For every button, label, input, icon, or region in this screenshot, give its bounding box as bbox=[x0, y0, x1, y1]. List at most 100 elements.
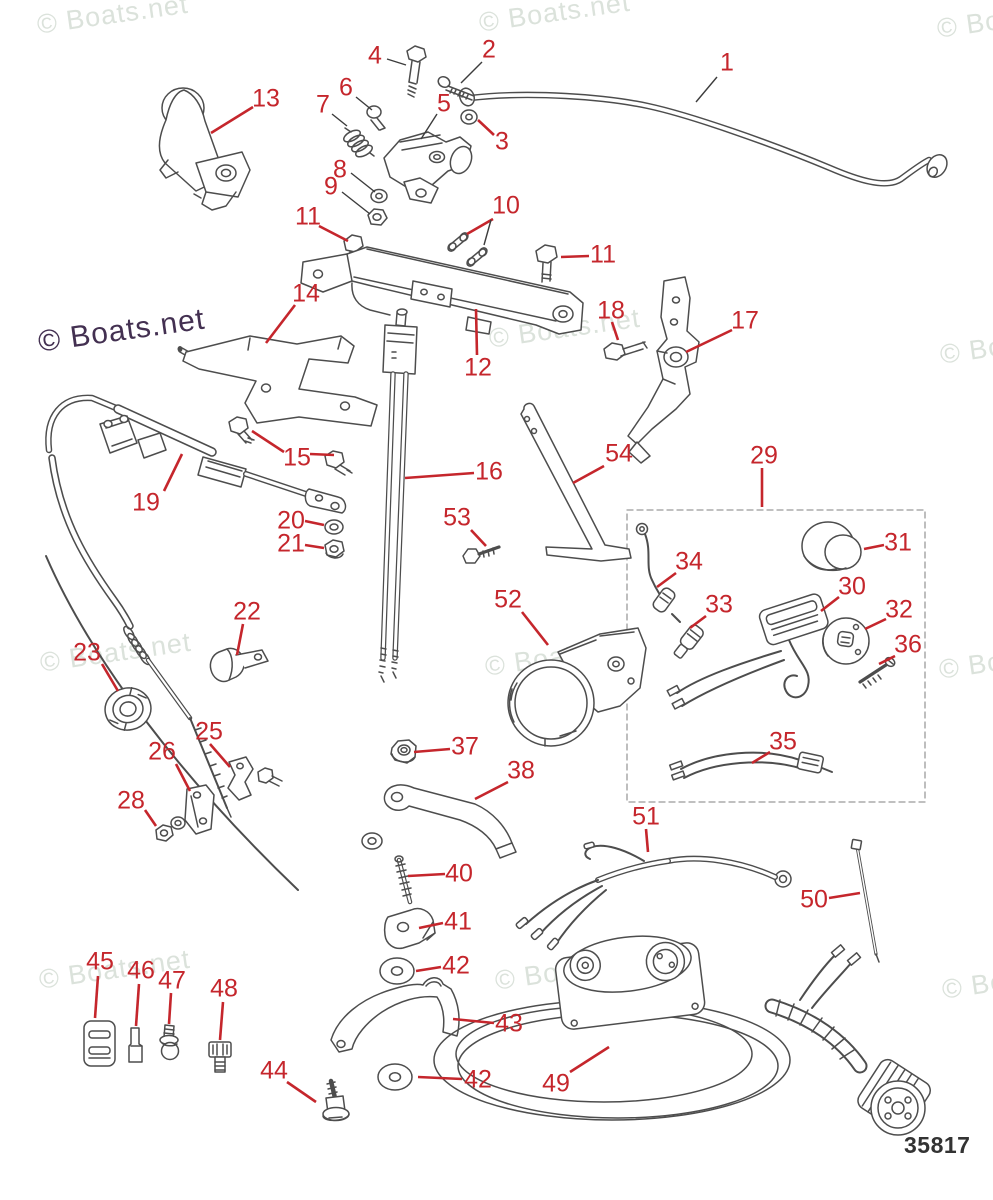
part-25-clamp bbox=[227, 756, 283, 801]
callout-19: 19 bbox=[132, 488, 160, 517]
leader-line-51 bbox=[644, 828, 650, 853]
part-51-wire-harness bbox=[515, 841, 792, 951]
leader-line-35 bbox=[751, 750, 771, 765]
callout-31: 31 bbox=[884, 528, 912, 557]
part-2-cotter-pin bbox=[437, 75, 475, 101]
leader-line-16 bbox=[404, 471, 475, 480]
part-9-nut bbox=[367, 208, 388, 226]
part-42-washers bbox=[377, 957, 415, 1091]
leader-line-2 bbox=[460, 61, 483, 84]
callout-40: 40 bbox=[445, 859, 473, 888]
callout-37: 37 bbox=[451, 732, 479, 761]
callout-53: 53 bbox=[443, 503, 471, 532]
part-14-cable-bracket bbox=[177, 335, 378, 427]
leader-line-50 bbox=[828, 891, 861, 900]
part-32-switch-cap bbox=[822, 617, 870, 665]
part-40-stud bbox=[361, 832, 413, 905]
callout-54: 54 bbox=[605, 439, 633, 468]
leader-line-42 bbox=[415, 965, 442, 973]
callout-11: 11 bbox=[590, 240, 616, 269]
leader-line-5 bbox=[420, 113, 438, 140]
leader-line-30 bbox=[820, 595, 840, 613]
callout-49: 49 bbox=[542, 1069, 570, 1098]
callout-35: 35 bbox=[769, 727, 797, 756]
callout-15: 15 bbox=[283, 443, 311, 472]
callout-2: 2 bbox=[482, 35, 496, 64]
leader-line-36 bbox=[878, 654, 896, 666]
callout-13: 13 bbox=[252, 84, 280, 113]
leader-line-34 bbox=[656, 571, 677, 589]
leader-line-37 bbox=[413, 747, 451, 754]
callout-43: 43 bbox=[495, 1009, 523, 1038]
part-15-bolts bbox=[228, 416, 353, 476]
part-6-screw bbox=[366, 105, 386, 131]
leader-line-23 bbox=[100, 663, 120, 692]
part-4-bolt bbox=[406, 45, 427, 98]
callout-26: 26 bbox=[148, 737, 176, 766]
part-20-washer bbox=[324, 519, 344, 535]
leader-line-19 bbox=[162, 453, 184, 492]
part-3-washer bbox=[460, 109, 478, 125]
leader-line-10 bbox=[466, 217, 494, 236]
leader-line-10 bbox=[483, 219, 492, 246]
leader-line-11 bbox=[560, 254, 590, 259]
callout-18: 18 bbox=[597, 296, 625, 325]
callout-48: 48 bbox=[210, 974, 238, 1003]
part-35-jumper-wires bbox=[668, 751, 833, 781]
callout-42: 42 bbox=[464, 1065, 492, 1094]
callout-21: 21 bbox=[277, 529, 305, 558]
leader-line-41 bbox=[418, 921, 444, 930]
callout-36: 36 bbox=[894, 630, 922, 659]
part-44-screw bbox=[322, 1078, 350, 1122]
part-26-link-plate bbox=[184, 784, 215, 835]
callout-47: 47 bbox=[158, 966, 186, 995]
leader-line-4 bbox=[386, 58, 407, 66]
callout-52: 52 bbox=[494, 585, 522, 614]
part-31-bushing bbox=[801, 521, 862, 572]
callout-10: 10 bbox=[492, 191, 520, 220]
callout-46: 46 bbox=[127, 956, 155, 985]
part-16-shift-rods-switch bbox=[378, 308, 418, 683]
part-38-throttle-arm bbox=[383, 784, 517, 859]
callout-41: 41 bbox=[444, 907, 472, 936]
leader-line-13 bbox=[210, 105, 254, 135]
leader-line-45 bbox=[93, 975, 100, 1019]
part-46-pin bbox=[128, 1027, 143, 1063]
leader-line-43 bbox=[452, 1017, 495, 1025]
leader-line-18 bbox=[610, 321, 620, 341]
part-1-steering-link-rod bbox=[458, 87, 948, 187]
callout-8: 8 bbox=[333, 155, 347, 184]
part-30-switch-housing bbox=[666, 593, 829, 710]
part-21-nut bbox=[324, 539, 345, 559]
callout-38: 38 bbox=[507, 756, 535, 785]
leader-line-6 bbox=[355, 96, 373, 111]
part-50-cable-tie bbox=[850, 838, 880, 963]
leader-line-54 bbox=[572, 464, 605, 485]
leader-line-28 bbox=[143, 809, 158, 827]
part-11-hex-bolts bbox=[343, 234, 558, 283]
leader-line-44 bbox=[286, 1080, 317, 1104]
leader-line-17 bbox=[685, 328, 733, 354]
part-45-buckle bbox=[83, 1020, 116, 1067]
leader-line-48 bbox=[218, 1001, 225, 1041]
part-8-washer bbox=[370, 188, 388, 204]
leader-line-49 bbox=[569, 1045, 610, 1074]
part-49-key-switch-harness bbox=[433, 935, 931, 1136]
leader-line-38 bbox=[474, 780, 509, 801]
part-53-bolt bbox=[462, 545, 501, 564]
callout-22: 22 bbox=[233, 597, 261, 626]
leader-line-11 bbox=[318, 224, 349, 243]
leader-line-46 bbox=[134, 983, 141, 1027]
callout-33: 33 bbox=[705, 590, 733, 619]
part-5-swivel-clamp bbox=[383, 131, 473, 204]
part-34-lanyard-cable bbox=[635, 522, 681, 623]
leader-line-22 bbox=[235, 623, 245, 656]
figure-number: 35817 bbox=[904, 1132, 971, 1158]
leader-line-52 bbox=[520, 611, 550, 646]
callout-25: 25 bbox=[195, 717, 223, 746]
leader-line-21 bbox=[304, 543, 325, 550]
callout-29: 29 bbox=[750, 441, 778, 470]
